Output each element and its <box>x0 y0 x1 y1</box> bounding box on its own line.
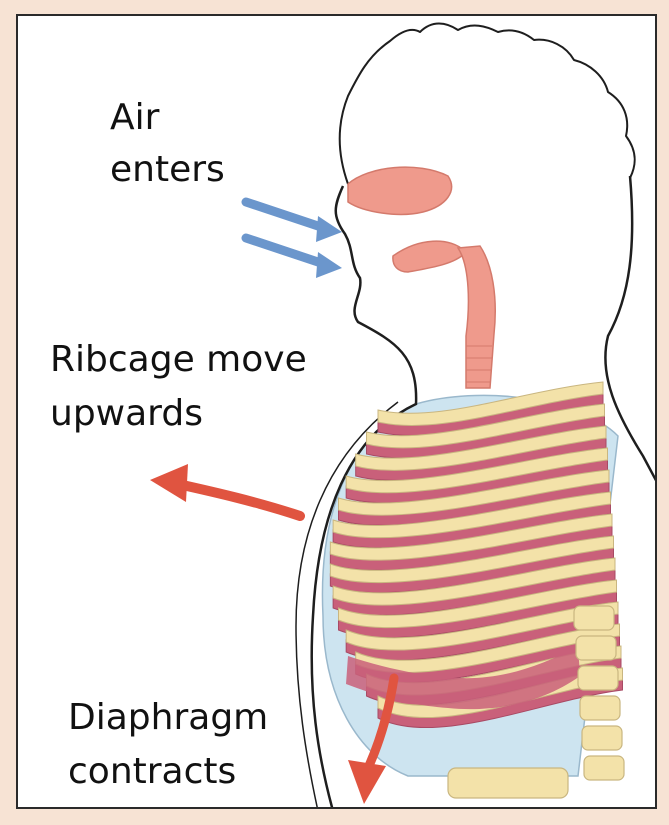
label-air-enters-line1: Air <box>110 92 159 144</box>
label-air-enters-line2: enters <box>110 144 225 196</box>
trachea <box>458 246 495 388</box>
label-ribcage-line2: upwards <box>50 388 203 440</box>
ribcage-arrow <box>150 464 300 516</box>
label-diaphragm-line2: contracts <box>68 746 236 798</box>
nasal-cavity <box>348 167 452 214</box>
air-arrow-upper <box>246 202 324 228</box>
diagram-panel: Air enters Ribcage move upwards Diaphrag… <box>16 14 657 809</box>
air-arrow-lower <box>246 238 324 264</box>
air-arrow-lower-head <box>316 252 342 278</box>
label-ribcage-line1: Ribcage move <box>50 334 307 386</box>
label-diaphragm-line1: Diaphragm <box>68 692 268 744</box>
hair <box>340 24 635 185</box>
oral-cavity <box>393 241 466 272</box>
air-arrows <box>246 202 342 278</box>
